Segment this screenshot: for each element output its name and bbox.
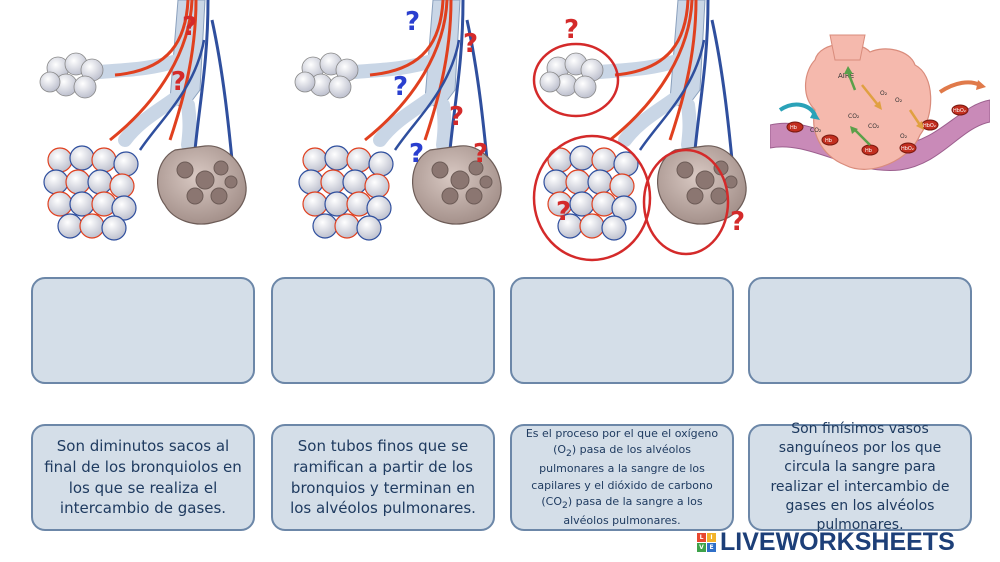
liveworksheets-brand: L I V E LIVEWORKSHEETS	[697, 528, 955, 556]
flow-arrow	[778, 102, 817, 117]
answer-drop-box-1[interactable]	[31, 277, 255, 384]
question-mark: ?	[171, 67, 186, 97]
logo-letter: V	[697, 542, 706, 552]
highlight-ring	[642, 148, 730, 256]
question-mark: ?	[449, 102, 464, 132]
description-card-bronquiolos: Son tubos finos que se ramifican a parti…	[271, 424, 495, 531]
answer-drop-box-3[interactable]	[510, 277, 734, 384]
o2-label: O₂	[880, 90, 888, 97]
subscript: 2	[566, 448, 572, 460]
hb-label: Hb	[825, 138, 832, 144]
highlight-ring	[532, 134, 652, 262]
question-mark: ?	[730, 207, 745, 237]
description-card-capilares: Son finísimos vasos sanguíneos por los q…	[748, 421, 972, 533]
alveoli-svg: ? ?	[39, 0, 247, 241]
air-label: AIRE	[838, 72, 854, 80]
hbo2-label: HbO₂	[923, 123, 936, 129]
hbo2-label: HbO₂	[901, 146, 914, 152]
hbo2-label: HbO₂	[953, 108, 966, 114]
alveoli-illustration-2: ? ? ? ? ? ?	[285, 0, 505, 265]
description-text: Es el proceso por el que el oxígeno (O2)…	[520, 426, 724, 530]
subscript: 2	[562, 500, 568, 512]
question-mark: ?	[463, 29, 478, 59]
question-mark-blue: ?	[405, 7, 420, 37]
question-mark: ?	[182, 12, 197, 42]
highlight-ring	[532, 42, 620, 118]
question-mark: ?	[556, 197, 571, 227]
co2-label: CO₂	[868, 123, 880, 130]
gas-exchange-svg: AIRE O₂ O₂ CO₂ CO₂ CO₂ O₂ Hb Hb Hb HbO₂ …	[770, 34, 990, 171]
hb-label: Hb	[790, 125, 797, 131]
logo-letter: L	[697, 532, 706, 542]
description-text: Son finísimos vasos sanguíneos por los q…	[770, 420, 950, 534]
bronchioles-svg: ? ? ? ? ? ?	[294, 0, 502, 241]
brand-name: LIVEWORKSHEETS	[720, 527, 955, 556]
description-text: Son tubos finos que se ramifican a parti…	[290, 437, 476, 518]
description-text-part: Es el proceso por el que el oxígeno (O	[525, 426, 719, 457]
description-text: Son diminutos sacos al final de los bron…	[44, 437, 242, 518]
co2-label: CO₂	[848, 113, 860, 120]
description-text-part: ) pasa de la sangre a los alvéolos pulmo…	[563, 495, 703, 527]
question-mark-blue: ?	[409, 139, 424, 169]
description-text-part: ) pasa de los alvéolos pulmonares a la s…	[531, 443, 713, 508]
flow-arrow	[938, 80, 981, 94]
liveworksheets-logo-icon: L I V E	[697, 532, 716, 552]
alveoli-illustration-1: ? ?	[30, 0, 250, 265]
description-card-alveolos: Son diminutos sacos al final de los bron…	[31, 424, 255, 531]
gas-exchange-illustration: AIRE O₂ O₂ CO₂ CO₂ CO₂ O₂ Hb Hb Hb HbO₂ …	[770, 30, 990, 200]
description-card-intercambio: Es el proceso por el que el oxígeno (O2)…	[510, 424, 734, 531]
logo-letter: E	[707, 542, 716, 552]
question-mark: ?	[564, 15, 579, 45]
alveoli-illustration-3: ? ? ?	[530, 0, 750, 265]
question-mark: ?	[473, 139, 488, 169]
o2-label: O₂	[900, 133, 908, 140]
answer-drop-box-4[interactable]	[748, 277, 972, 384]
answer-drop-box-2[interactable]	[271, 277, 495, 384]
question-mark-blue: ?	[393, 72, 408, 102]
alveoli-highlight-svg: ? ? ?	[532, 0, 747, 262]
logo-letter: I	[707, 532, 716, 542]
o2-label: O₂	[895, 97, 903, 104]
co2-label: CO₂	[810, 127, 822, 134]
hb-label: Hb	[865, 148, 872, 154]
